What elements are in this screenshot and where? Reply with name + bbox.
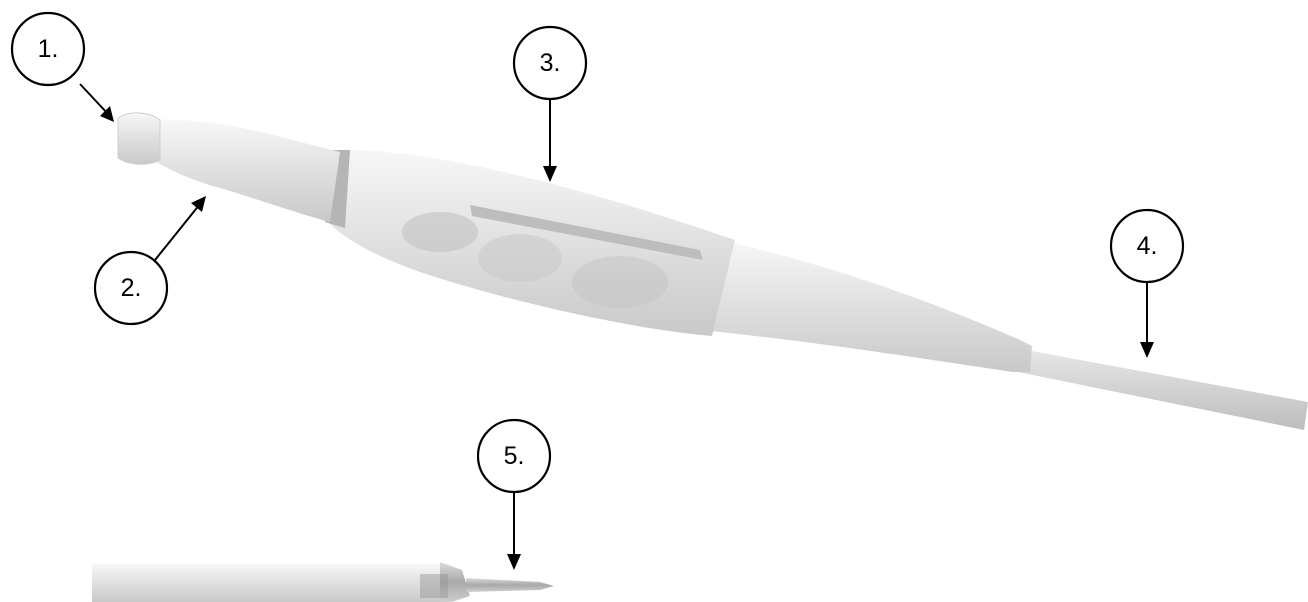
arrowhead: [507, 554, 521, 570]
tip-sheath: [92, 564, 452, 602]
tip-detail: [92, 562, 554, 602]
callout-label: 1.: [38, 35, 59, 63]
callout-1: 1.: [12, 13, 114, 122]
tip-band: [420, 574, 448, 598]
leader-arrow: [80, 84, 108, 114]
callout-label: 5.: [504, 442, 525, 470]
needle-tip: [466, 578, 554, 592]
callout-label: 2.: [121, 274, 142, 302]
callout-label: 3.: [540, 49, 561, 77]
callout-label: 4.: [1137, 232, 1158, 260]
callout-5: 5.: [478, 420, 550, 570]
